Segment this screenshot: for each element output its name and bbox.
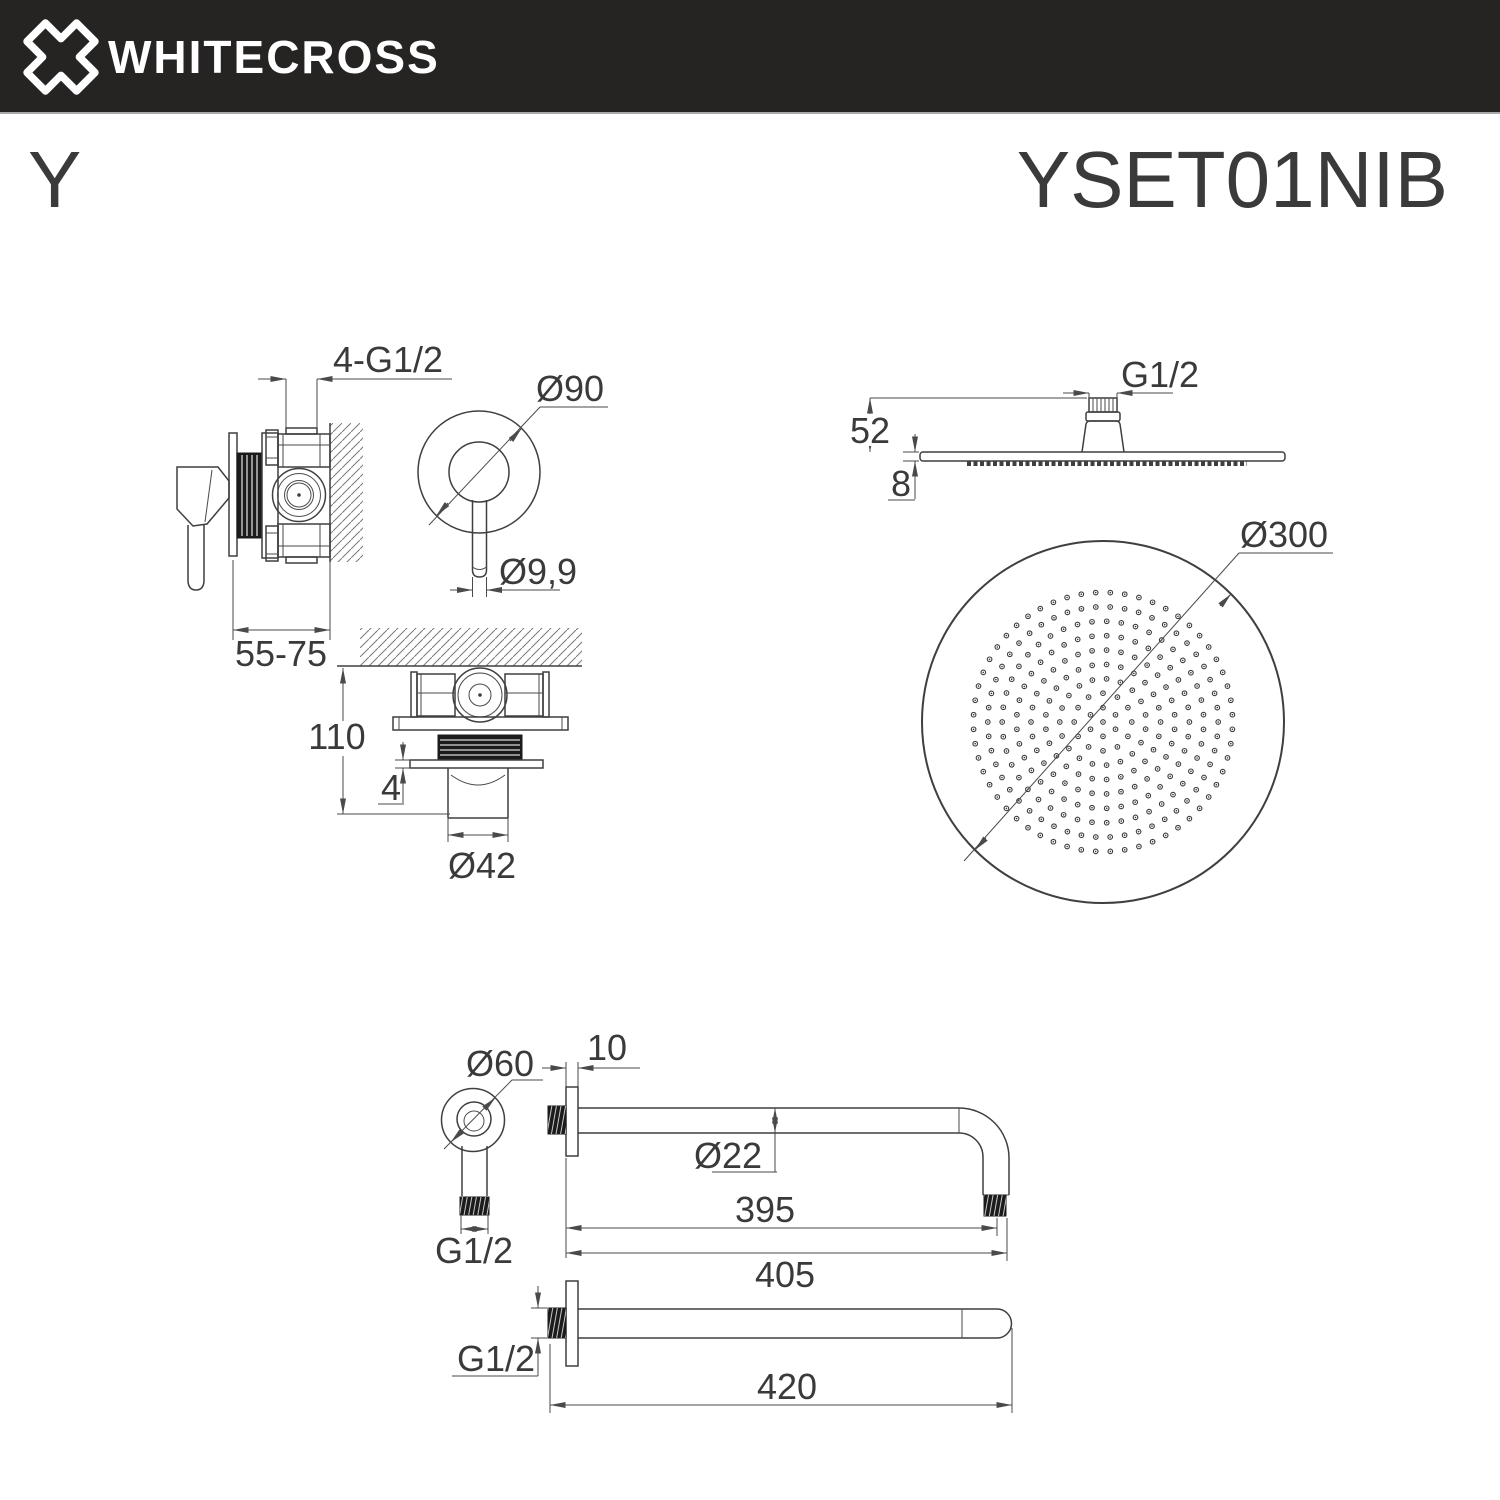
dim-arm-tube-label: Ø22: [694, 1135, 762, 1176]
dim-head-thread: G1/2: [1063, 354, 1199, 399]
ceiling-hatch: [360, 628, 582, 666]
dim-head-thickness-label: 8: [891, 463, 911, 504]
dim-plate: Ø90: [428, 368, 608, 526]
dim-ceiling-arm-thread-label: G1/2: [457, 1338, 535, 1379]
dim-ports: 4-G1/2: [258, 339, 452, 429]
header-bar: WHITECROSS: [0, 0, 1500, 114]
mixer-handle: [176, 466, 230, 527]
dim-trim-label: Ø42: [448, 845, 516, 886]
dim-depth-label: 55-75: [235, 633, 327, 674]
dim-head-thickness: 8: [888, 434, 919, 504]
dim-arm-flange: Ø60: [443, 1043, 543, 1150]
ceiling-arm-flange: [565, 1280, 579, 1367]
mixer-valve-front-view: Ø90 Ø9,9: [417, 368, 608, 597]
mixer-valve-mounted-view: 110 4 Ø42: [306, 628, 582, 886]
nozzle-pattern: [970, 589, 1236, 855]
dim-arm-length-inner-label: 395: [735, 1189, 795, 1230]
head-face-circle: [921, 540, 1285, 904]
dim-depth: 55-75: [232, 560, 331, 674]
dim-arm-length-outer-label: 405: [755, 1254, 815, 1295]
shower-arm-side-view: 10 Ø22 395 405: [542, 1027, 1010, 1295]
arm-flange-circle: [440, 1087, 506, 1153]
dim-arm-thread-label: G1/2: [435, 1230, 513, 1271]
dim-arm-tube: Ø22: [694, 1108, 778, 1176]
dim-arm-length-inner: 395: [565, 1158, 998, 1258]
dim-plate-thickness-label: 4: [381, 767, 401, 808]
trim-flange: [409, 759, 544, 769]
mounting-bracket: [392, 716, 569, 731]
head-disc: [919, 451, 1286, 462]
cap-dome: [450, 774, 506, 786]
cartridge-thread: [437, 734, 523, 761]
arm-wall-flange: [565, 1086, 579, 1157]
whitecross-logo-icon: [23, 19, 99, 95]
bottom-port-boss: [285, 556, 318, 564]
shower-arm-end-view: G1/2 Ø60: [435, 1043, 543, 1271]
dim-head-thread-label: G1/2: [1121, 354, 1199, 395]
dim-arm-length-outer: 405: [566, 1218, 1008, 1295]
top-port-boss: [285, 427, 318, 435]
dim-height-label: 110: [308, 716, 365, 757]
dim-ports-label: 4-G1/2: [333, 339, 443, 380]
ceiling-arm-view: G1/2 420: [452, 1280, 1013, 1413]
dim-head-height: 52: [846, 397, 1087, 452]
dim-handle: Ø9,9: [450, 551, 577, 597]
model-number: YSET01NIB: [1017, 135, 1448, 224]
dim-arm-flange-thickness: 10: [542, 1027, 640, 1087]
dim-trim: Ø42: [447, 818, 516, 886]
dim-head-diameter: Ø300: [963, 514, 1333, 862]
mixer-cartridge: [236, 452, 263, 539]
wall-hatch: [330, 423, 363, 562]
dim-head-diameter-label: Ø300: [1240, 514, 1328, 555]
mixer-valve-side-view: 4-G1/2 55-75: [176, 339, 452, 674]
shower-head-face-view: Ø300: [921, 514, 1333, 904]
dim-plate-thickness: 4: [378, 742, 412, 808]
shower-head-side-view: G1/2 52 8: [846, 354, 1286, 504]
handle-stem: [471, 500, 488, 578]
dim-arm-flange-thickness-label: 10: [587, 1027, 627, 1068]
dim-height: 110: [306, 668, 450, 815]
dim-handle-label: Ø9,9: [499, 551, 577, 592]
mixer-escutcheon: [228, 432, 238, 557]
header-divider: [0, 112, 1500, 114]
product-series: Y: [28, 135, 81, 224]
dim-head-height-label: 52: [850, 410, 890, 451]
head-connector: [1081, 420, 1125, 453]
dim-ceiling-arm-length: 420: [549, 1328, 1013, 1413]
trim-plate-circle: [417, 410, 541, 534]
dim-arm-flange-label: Ø60: [466, 1043, 534, 1084]
header-background: [0, 0, 1500, 112]
dim-ceiling-arm-length-label: 420: [757, 1366, 817, 1407]
dim-arm-thread: G1/2: [435, 1215, 513, 1271]
dim-ceiling-arm-thread: G1/2: [452, 1286, 547, 1379]
dim-plate-label: Ø90: [536, 368, 604, 409]
brand-name: WHITECROSS: [108, 31, 440, 83]
